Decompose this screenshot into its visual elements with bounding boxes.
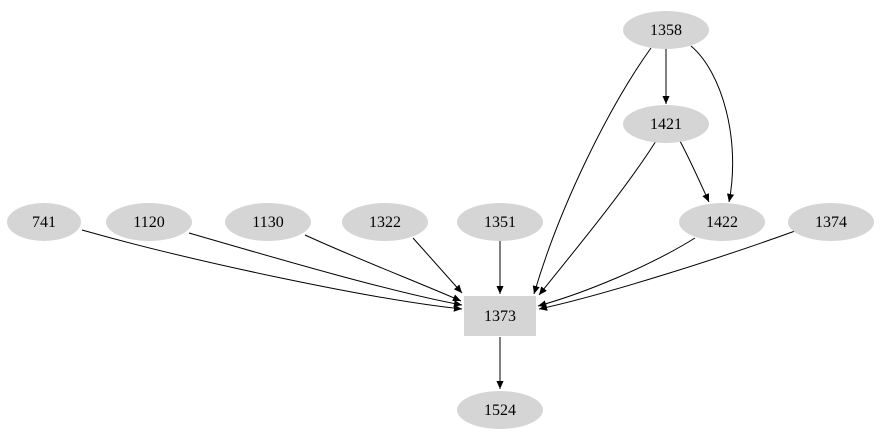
edge-1374-1373	[538, 230, 796, 311]
node-1358-label: 1358	[650, 22, 682, 39]
edge-1130-1373	[304, 234, 462, 302]
node-1422: 1422	[679, 203, 765, 241]
node-1120-ellipse	[106, 203, 192, 241]
edge-1421-1373	[538, 140, 657, 296]
node-1422-ellipse	[679, 203, 765, 241]
node-1374-ellipse	[788, 203, 874, 241]
node-1421-label: 1421	[650, 116, 682, 133]
node-1422-label: 1422	[706, 214, 738, 231]
node-1373-box	[464, 296, 536, 336]
node-1351-label: 1351	[484, 214, 516, 231]
edge-1358-1373	[532, 47, 652, 295]
edge-1322-1373	[412, 237, 463, 294]
node-1351: 1351	[457, 203, 543, 241]
node-1130-label: 1130	[252, 214, 283, 231]
node-1322: 1322	[342, 203, 428, 241]
node-1130: 1130	[225, 203, 311, 241]
node-1373-label: 1373	[484, 308, 516, 325]
node-1374: 1374	[788, 203, 874, 241]
node-1130-ellipse	[225, 203, 311, 241]
edge-1422-1373	[537, 237, 696, 308]
node-741-ellipse	[7, 203, 81, 241]
node-1358: 1358	[623, 11, 709, 49]
node-1322-ellipse	[342, 203, 428, 241]
node-1322-label: 1322	[369, 214, 401, 231]
node-1373: 1373	[464, 296, 536, 336]
edge-1421-1422	[679, 140, 710, 203]
edge-1120-1373	[188, 232, 463, 308]
edges-layer	[81, 45, 796, 389]
node-1421: 1421	[623, 105, 709, 143]
nodes-layer: 1358 1421 1422 741 1120 1130 1322 1351 1374 1373 1…	[7, 11, 874, 429]
node-1524-label: 1524	[484, 402, 516, 419]
node-741-label: 741	[32, 214, 56, 231]
node-1374-label: 1374	[815, 214, 847, 231]
node-1351-ellipse	[457, 203, 543, 241]
edge-1358-1422	[690, 45, 735, 203]
node-1524: 1524	[457, 391, 543, 429]
node-1120: 1120	[106, 203, 192, 241]
node-1524-ellipse	[457, 391, 543, 429]
edge-741-1373	[81, 229, 463, 312]
node-741: 741	[7, 203, 81, 241]
node-1358-ellipse	[623, 11, 709, 49]
node-1421-ellipse	[623, 105, 709, 143]
node-1120-label: 1120	[133, 214, 164, 231]
